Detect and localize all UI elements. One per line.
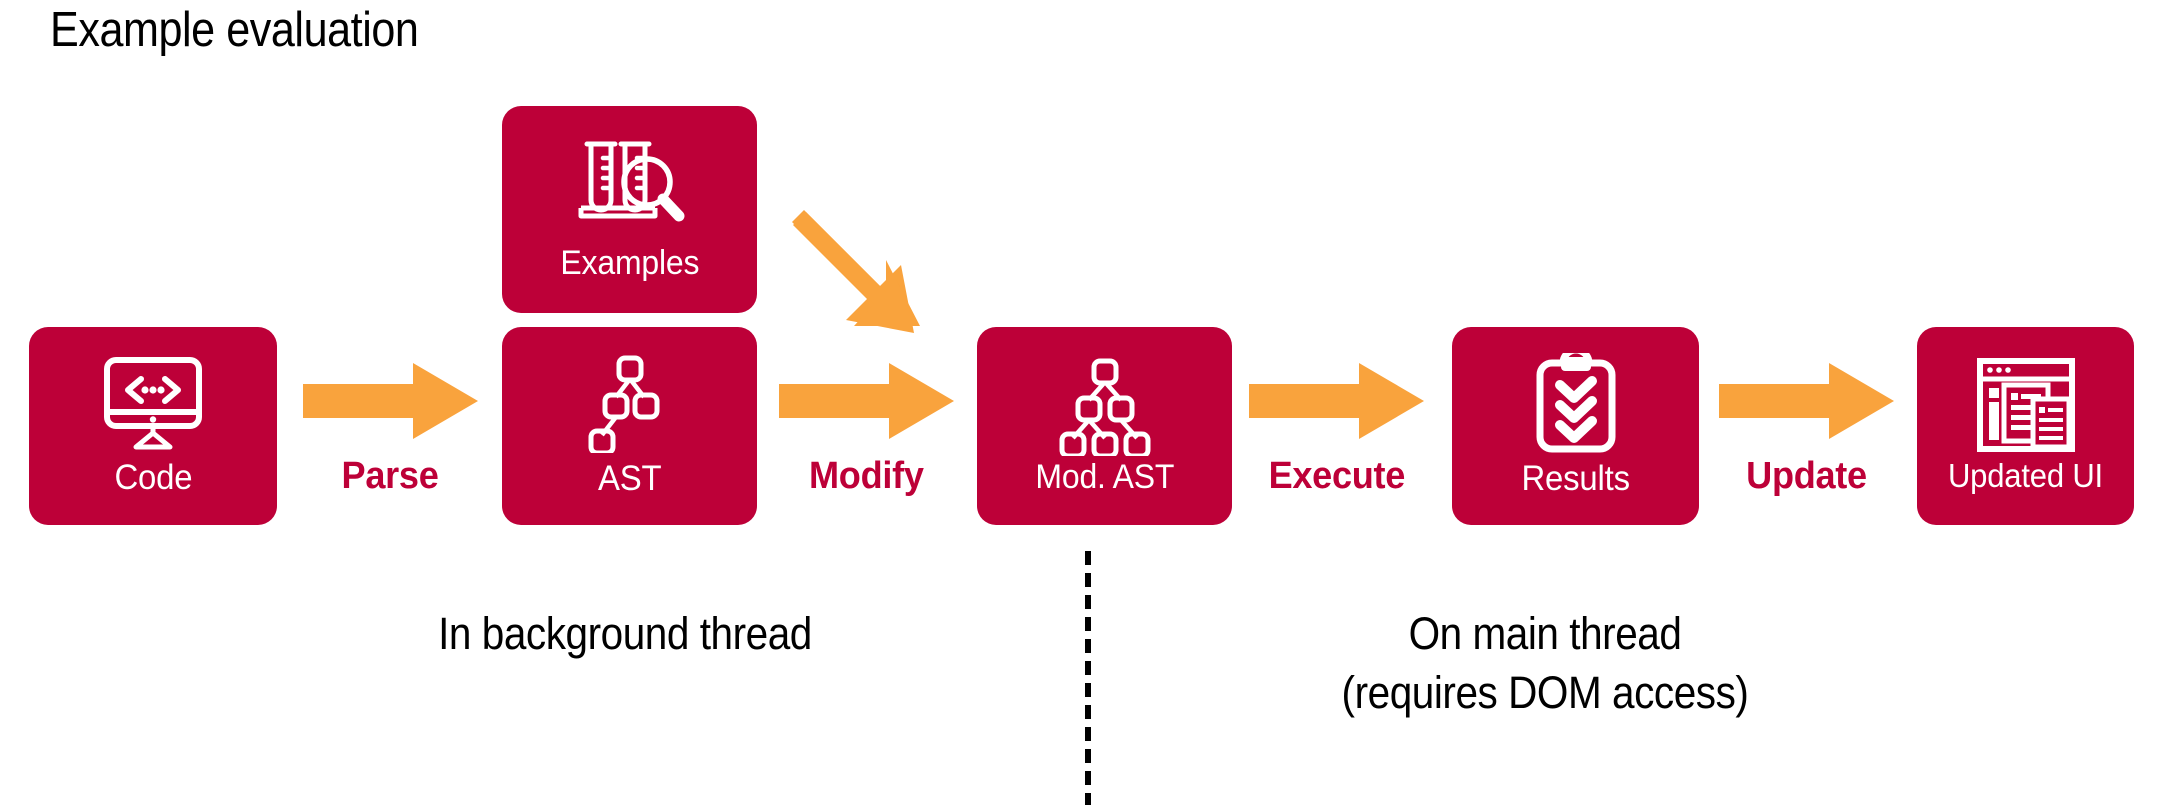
arrow-modify-label: Modify [809, 455, 924, 497]
caption-main-thread: On main thread (requires DOM access) [1341, 608, 1749, 719]
arrow-parse: Parse [303, 357, 478, 498]
arrow-update-label: Update [1746, 455, 1867, 497]
tree-nodes-expanded-icon [1051, 356, 1159, 458]
node-examples-label: Examples [560, 244, 699, 282]
node-ast-label: AST [597, 459, 662, 498]
node-updated-ui[interactable]: Updated UI [1917, 327, 2134, 525]
page-title: Example evaluation [50, 3, 419, 57]
arrow-down-right-icon [768, 198, 928, 338]
test-tubes-magnifier-icon [571, 136, 689, 234]
node-code[interactable]: Code [29, 327, 277, 525]
arrow-parse-label: Parse [342, 455, 439, 497]
arrow-right-icon [303, 357, 478, 445]
node-results-label: Results [1521, 459, 1630, 498]
node-code-label: Code [114, 458, 192, 497]
tree-nodes-icon [582, 353, 678, 456]
node-updated-ui-label: Updated UI [1947, 457, 2104, 494]
monitor-code-icon [98, 354, 208, 452]
browser-window-icon [1975, 357, 2077, 453]
arrow-right-icon [779, 357, 954, 445]
arrow-right-icon [1719, 357, 1894, 445]
clipboard-checks-icon [1530, 346, 1622, 453]
node-examples[interactable]: Examples [502, 106, 757, 313]
node-mod-ast-label: Mod. AST [1035, 457, 1174, 496]
node-results[interactable]: Results [1452, 327, 1699, 525]
arrow-update: Update [1719, 357, 1894, 498]
node-ast[interactable]: AST [502, 327, 757, 525]
arrow-modify: Modify [779, 357, 954, 498]
thread-boundary-divider [1085, 551, 1091, 805]
arrow-execute: Execute [1249, 357, 1424, 498]
arrow-execute-label: Execute [1268, 455, 1405, 497]
caption-background-thread: In background thread [438, 608, 812, 659]
arrow-right-icon [1249, 357, 1424, 445]
node-mod-ast[interactable]: Mod. AST [977, 327, 1232, 525]
